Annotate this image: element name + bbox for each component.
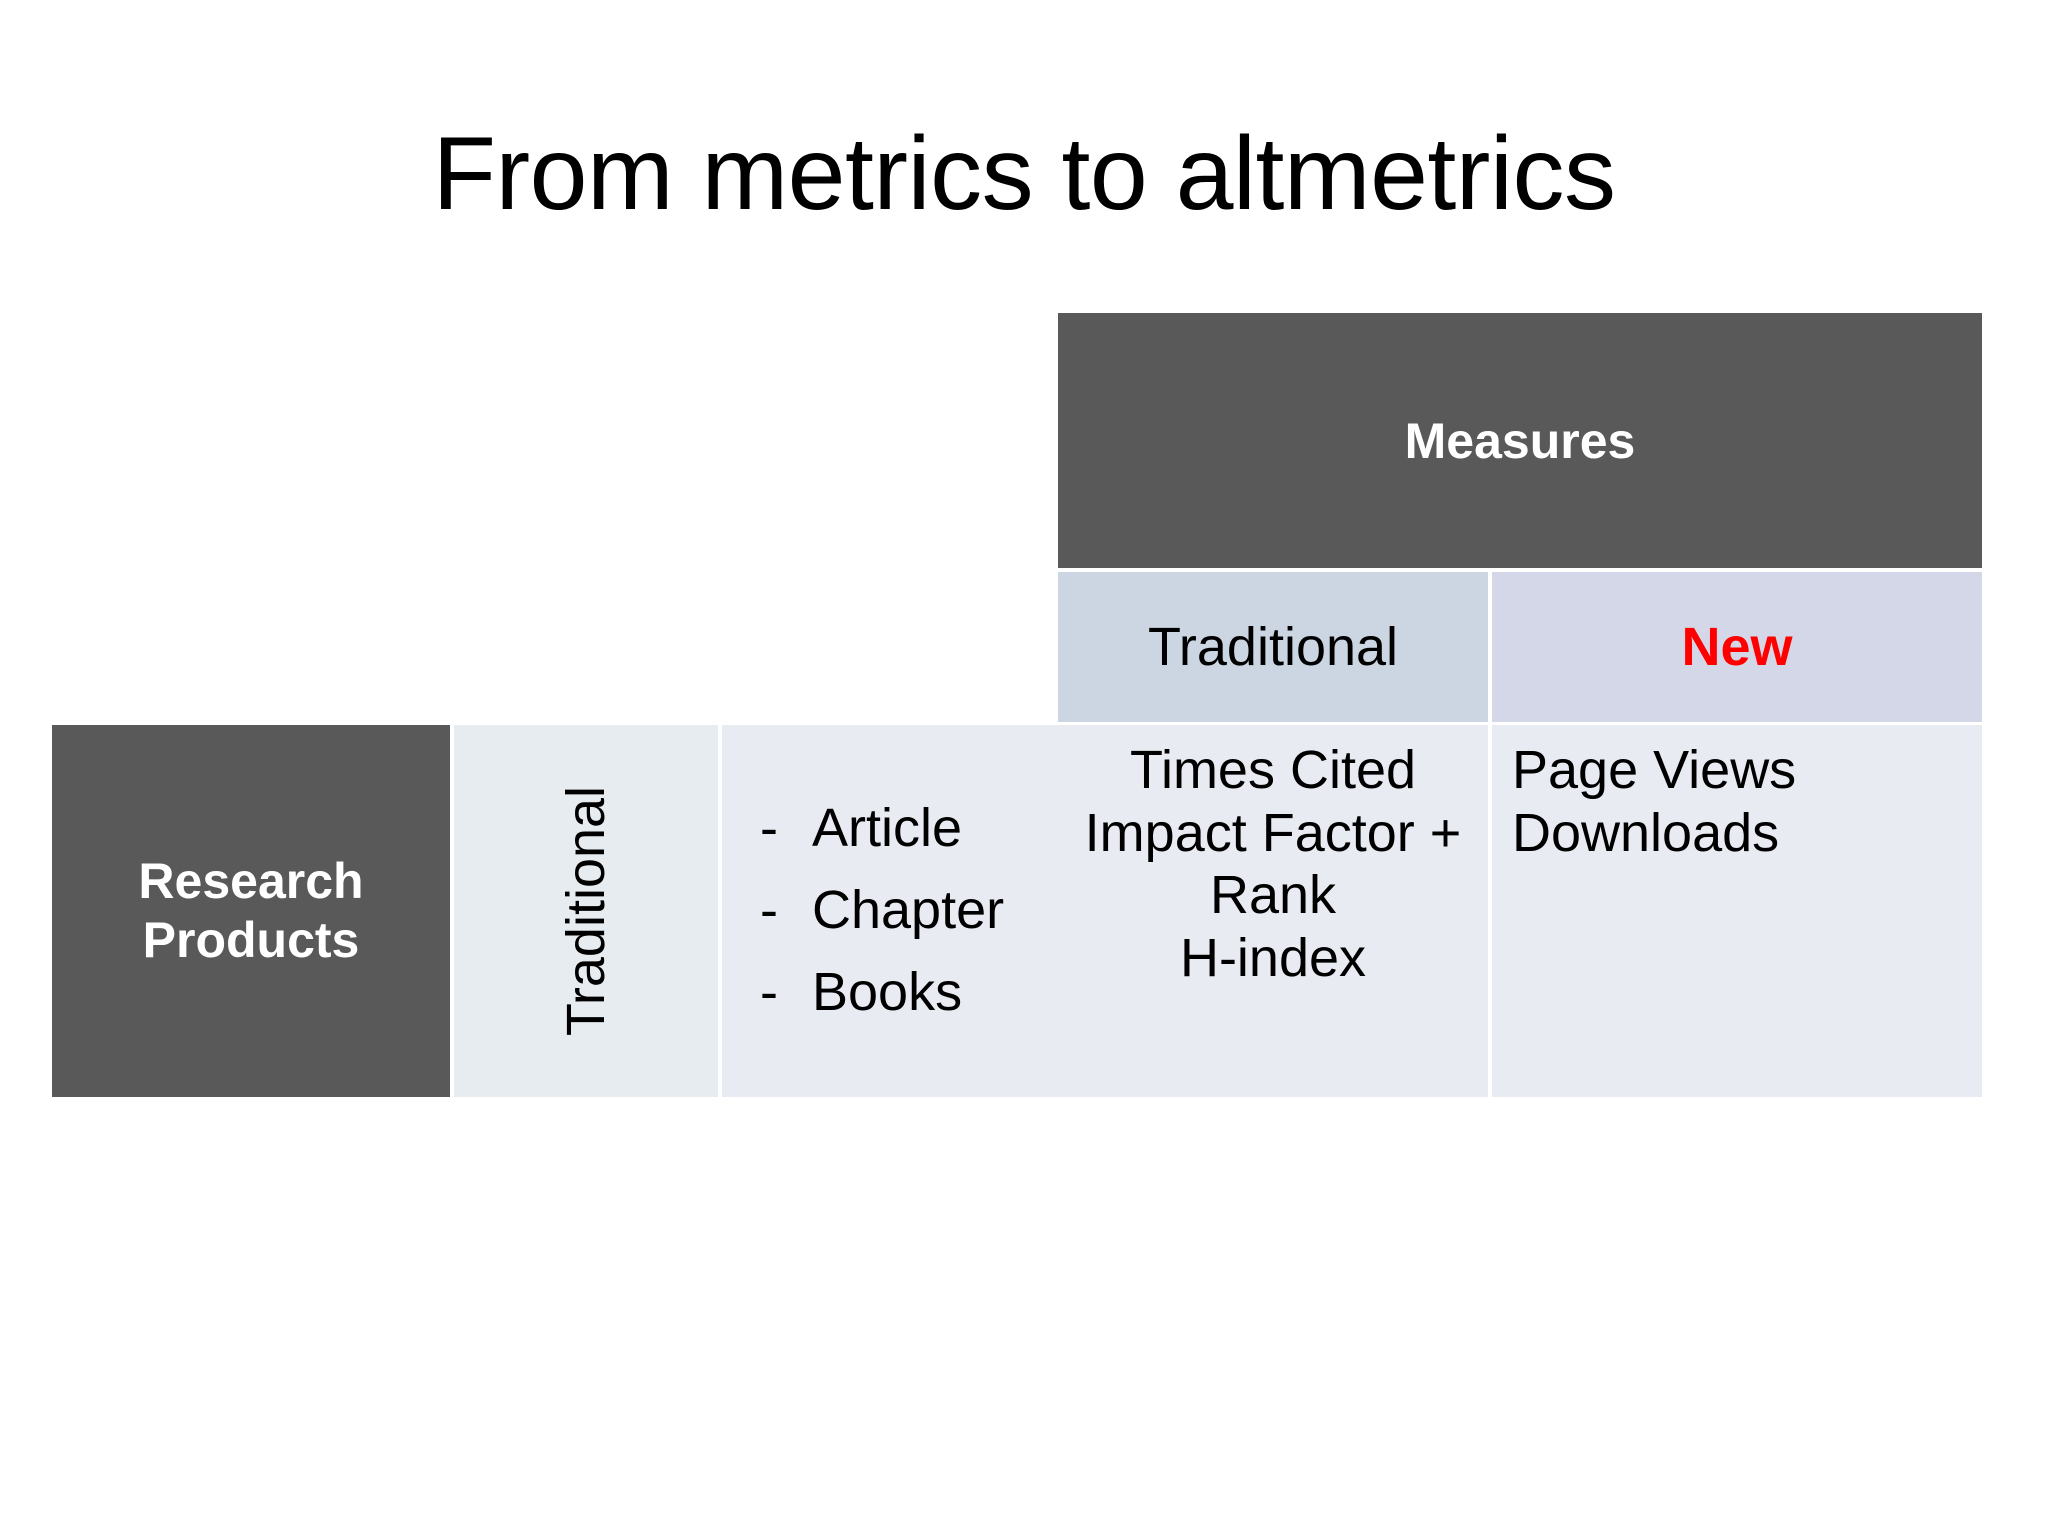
traditional-category-cell: Traditional <box>454 725 718 1097</box>
new-measure-downloads: Downloads <box>1512 802 1780 863</box>
research-products-label: Research Products <box>138 852 363 970</box>
subheader-new-label: New <box>1681 617 1793 677</box>
traditional-vertical-label: Traditional <box>556 785 616 1037</box>
page-title: From metrics to altmetrics <box>432 116 1616 232</box>
traditional-measure-line: Times Cited <box>1129 740 1417 800</box>
traditional-measure-line: H-index <box>1179 927 1367 988</box>
list-item: -Chapter <box>760 879 1058 943</box>
measures-header-label: Measures <box>1404 412 1636 469</box>
list-item: -Article <box>760 797 1058 861</box>
list-item-label: Books <box>812 961 963 1022</box>
new-measure-page-views: Page Views <box>1512 740 1797 800</box>
product-types-cell: -Article-Chapter-Books <box>722 725 1058 1097</box>
measures-header-cell: Measures <box>1058 313 1982 568</box>
metrics-matrix: Measures Traditional New Research Produc… <box>52 313 1982 1097</box>
research-products-line1: Research <box>138 853 364 909</box>
traditional-measure-line: Impact Factor + Rank <box>1084 802 1462 926</box>
research-products-line2: Products <box>142 912 360 968</box>
subheader-new-cell: New <box>1492 572 1982 722</box>
subheader-traditional-cell: Traditional <box>1058 572 1488 722</box>
bullet-dash-icon: - <box>760 798 778 859</box>
list-item-label: Article <box>812 798 963 859</box>
new-measures-cell: Page Views Downloads <box>1492 725 1982 1097</box>
research-products-cell: Research Products <box>52 725 450 1097</box>
list-item: -Books <box>760 961 1058 1025</box>
list-item-label: Chapter <box>812 880 1005 941</box>
subheader-traditional-label: Traditional <box>1147 617 1399 677</box>
bullet-dash-icon: - <box>760 880 778 941</box>
bullet-dash-icon: - <box>760 961 778 1022</box>
